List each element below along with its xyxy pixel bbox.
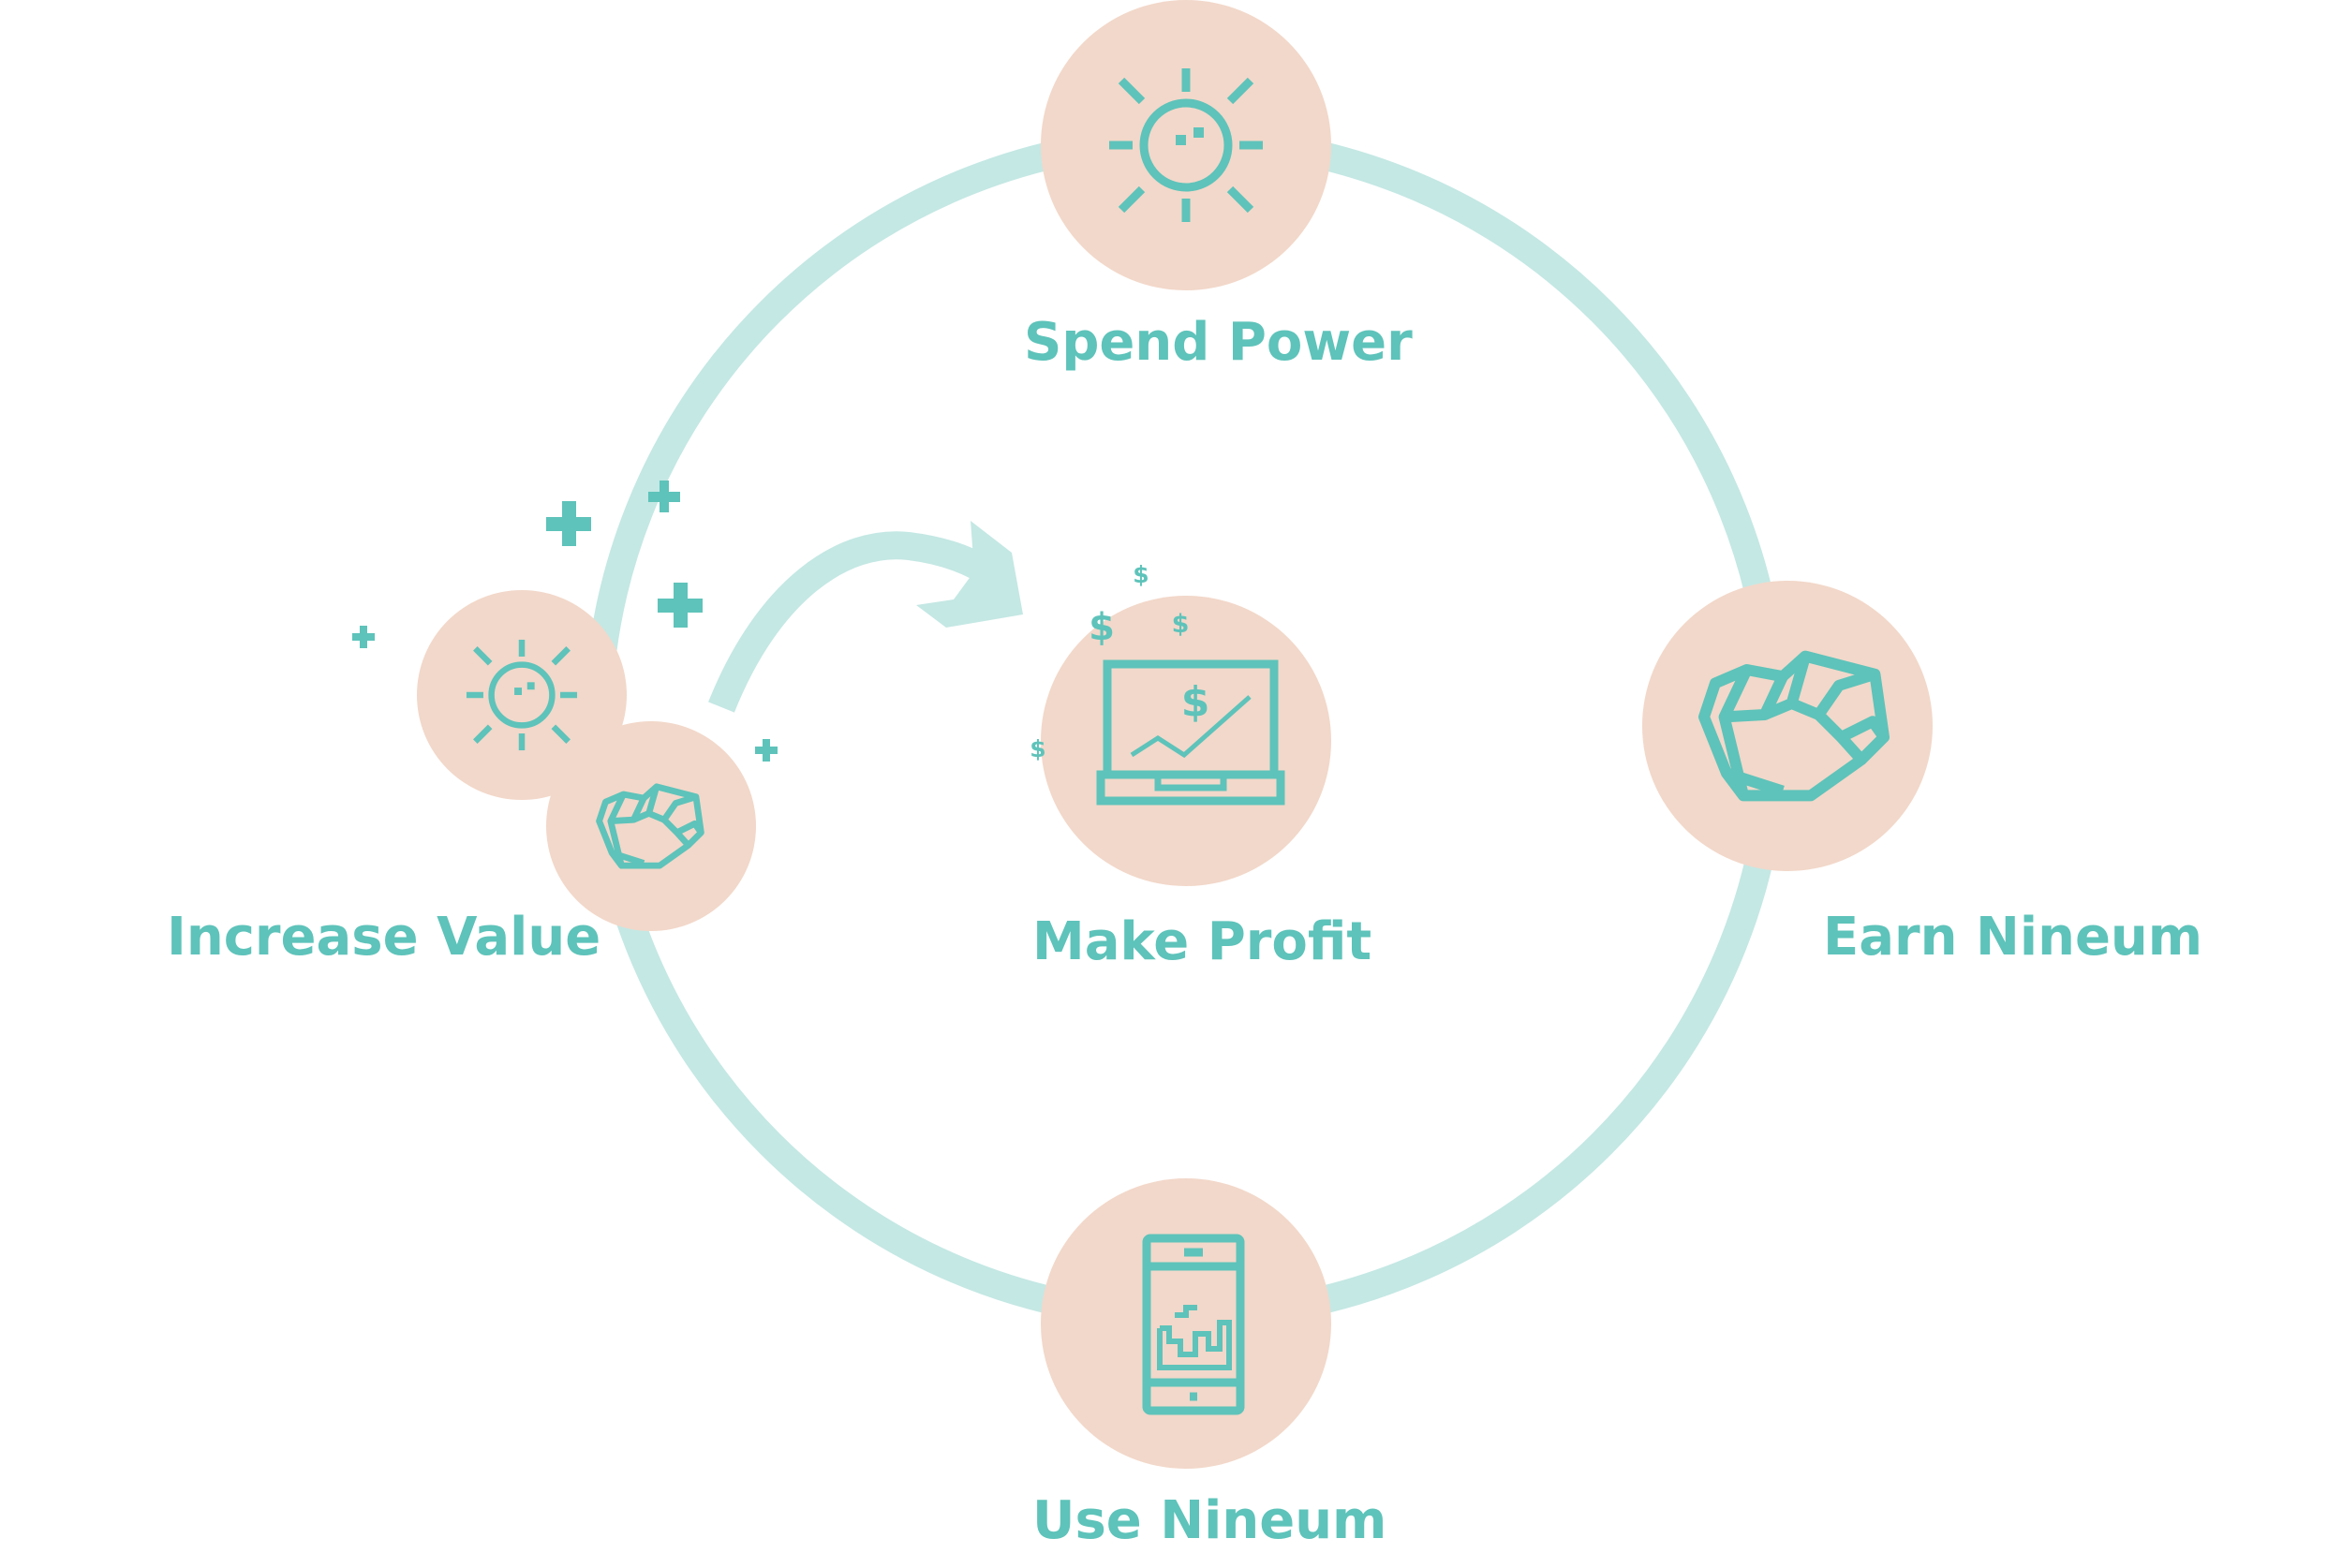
dollar-icon: $	[1133, 561, 1149, 588]
plus-icon	[352, 626, 375, 648]
node-circle	[546, 721, 756, 931]
node-circle	[1041, 596, 1331, 886]
node-increase-value	[352, 481, 778, 931]
label-spend-power: Spend Power	[1024, 312, 1413, 373]
node-use-nineum	[1041, 1178, 1331, 1469]
node-circle	[1041, 1178, 1331, 1469]
plus-icon	[658, 583, 703, 628]
node-make-profit: $ $ $ $ $	[1030, 561, 1331, 886]
label-make-profit: Make Profit	[1032, 911, 1372, 972]
arrow-icon	[708, 521, 1023, 713]
plus-icon	[546, 501, 591, 546]
phone-game-icon	[1142, 1234, 1245, 1415]
plus-icon	[755, 739, 778, 762]
node-spend-power	[1041, 0, 1331, 290]
label-use-nineum: Use Nineum	[1032, 1490, 1387, 1551]
node-circle	[1642, 581, 1933, 871]
sun-icon	[1109, 68, 1263, 222]
dollar-icon: $	[1172, 610, 1190, 639]
plus-icon	[648, 481, 680, 512]
dollar-icon: $	[1030, 735, 1045, 762]
dollar-icon: $	[1089, 606, 1115, 649]
label-earn-nineum: Earn Nineum	[1823, 907, 2203, 968]
label-increase-value: Increase Value	[167, 907, 601, 968]
sun-icon	[467, 640, 577, 750]
node-earn-nineum	[1642, 581, 1933, 871]
dollar-icon: $	[1181, 678, 1210, 726]
laptop-chart-icon	[1096, 659, 1285, 806]
